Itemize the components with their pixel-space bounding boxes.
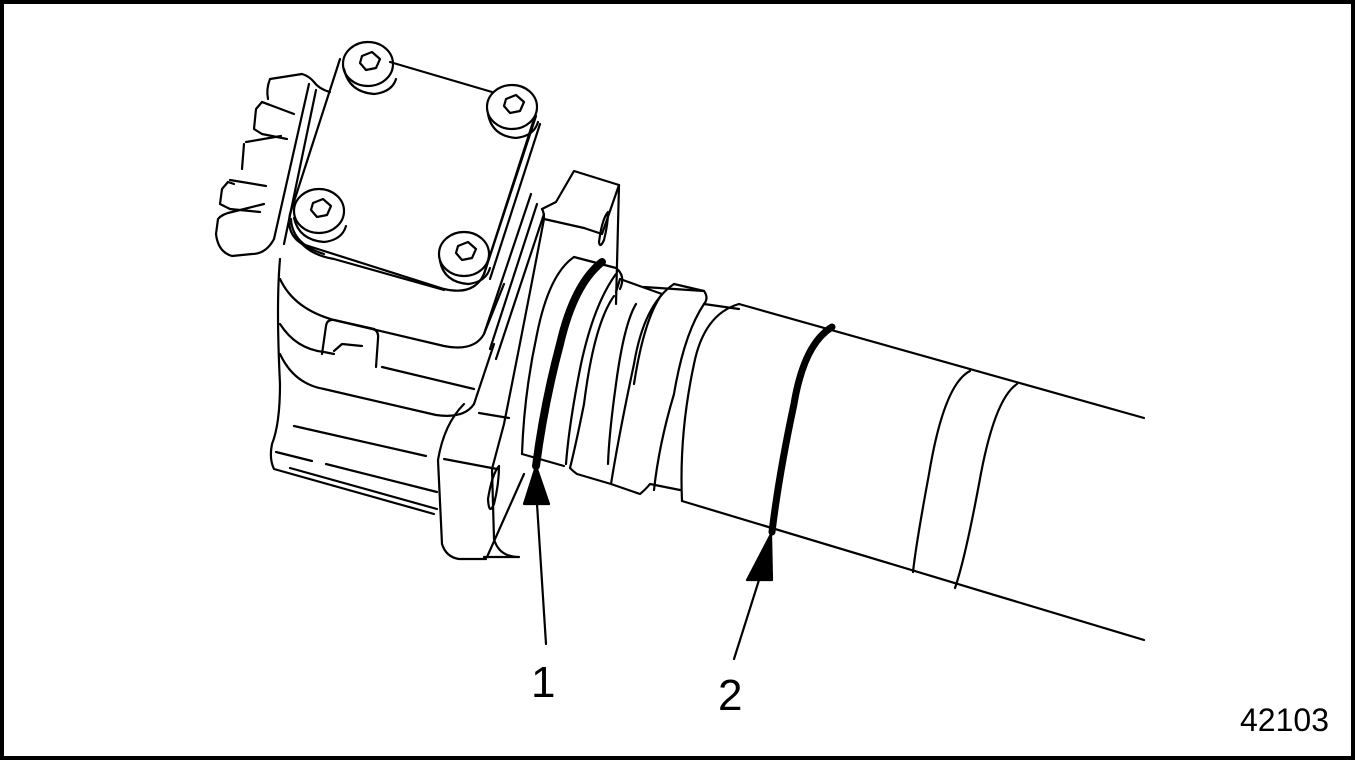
upper-o-ring <box>520 255 624 470</box>
callout-2-leader <box>732 532 774 661</box>
mounting-flange <box>436 169 621 561</box>
pump-barrel <box>680 302 1146 642</box>
figure-number: 42103 <box>1240 702 1329 738</box>
top-cover <box>288 57 542 292</box>
bolt-top-right <box>485 83 540 140</box>
lower-o-ring <box>768 323 836 536</box>
callout-label-1: 1 <box>531 658 556 707</box>
bolt-bottom-left <box>292 187 348 244</box>
callout-label-2: 2 <box>718 671 743 720</box>
pump-housing <box>269 192 546 516</box>
bolt-top-left <box>341 40 398 96</box>
bolt-bottom-right <box>437 230 492 286</box>
callout-1-leader <box>522 464 551 646</box>
collar-section <box>568 277 741 496</box>
side-connector <box>214 72 332 258</box>
pump-line-drawing <box>214 40 1146 661</box>
